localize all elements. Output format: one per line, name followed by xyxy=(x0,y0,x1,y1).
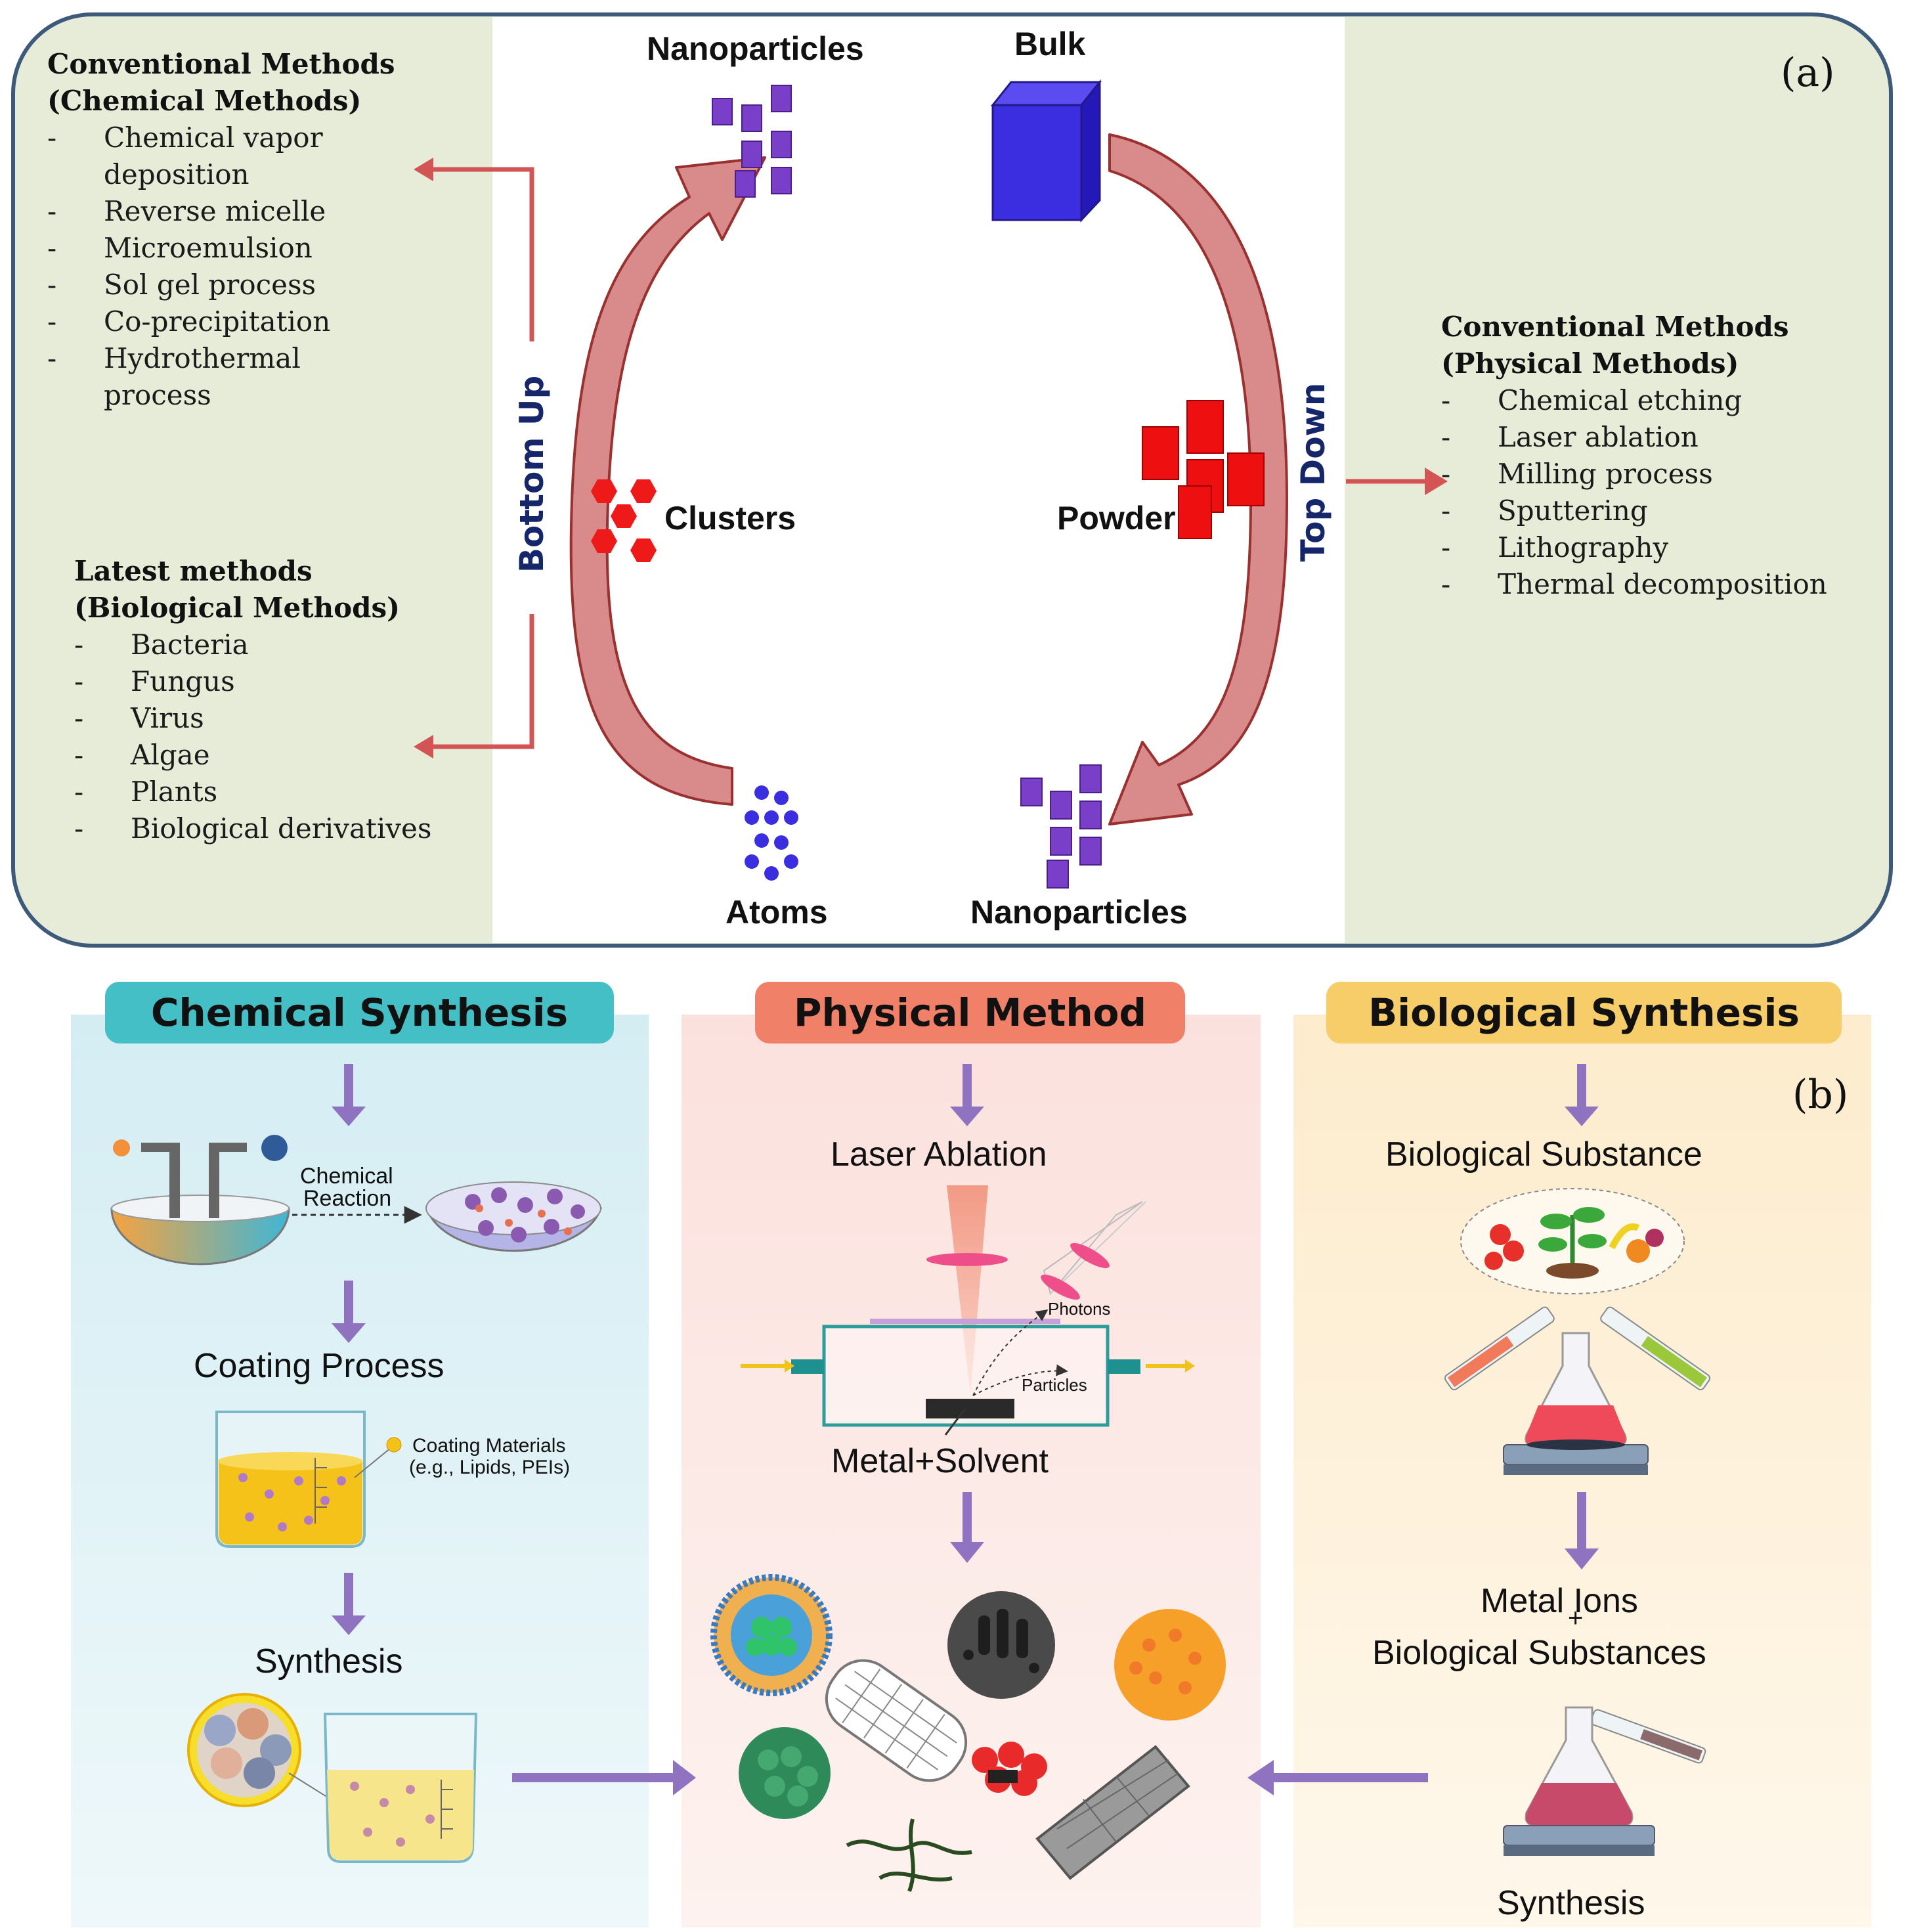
nanoparticle-dish-icon xyxy=(425,1181,603,1252)
nanotube-icon xyxy=(825,1659,968,1782)
chemical-synthesis-header: Chemical Synthesis xyxy=(105,982,614,1043)
powder-icon xyxy=(1142,400,1265,539)
porous-particle-icon xyxy=(947,1591,1055,1699)
biological-substance-icon xyxy=(1460,1188,1685,1294)
plus-sign: + xyxy=(1568,1604,1584,1633)
biological-methods-title: Latest methods xyxy=(74,555,313,587)
biological-synthesis-step-label: Synthesis xyxy=(1497,1884,1645,1922)
atoms-icon xyxy=(745,785,798,881)
laser-ablation-setup xyxy=(741,1185,1195,1436)
list-item: Plants xyxy=(74,774,442,810)
list-item: Milling process xyxy=(1441,456,1874,493)
chemical-reaction-label-1: Chemical xyxy=(300,1164,393,1189)
chemical-methods-list: Chemical vapor deposition Reverse micell… xyxy=(47,120,415,414)
laser-ablation-label: Laser Ablation xyxy=(831,1135,1047,1174)
top-down-arrow xyxy=(1108,133,1288,825)
list-item: Co-precipitation xyxy=(47,303,415,340)
label-nanoparticles-top: Nanoparticles xyxy=(647,30,864,67)
coating-process-label: Coating Process xyxy=(194,1347,444,1385)
list-item: Chemical vapor deposition xyxy=(47,120,415,193)
photons-label: Photons xyxy=(1048,1299,1111,1319)
list-item: Chemical etching xyxy=(1441,382,1874,419)
physical-methods-subtitle: (Physical Methods) xyxy=(1441,347,1739,380)
coating-materials-label-2: (e.g., Lipids, PEIs) xyxy=(409,1457,571,1478)
list-item: Bacteria xyxy=(74,626,442,663)
list-item: Hydrothermal process xyxy=(47,340,415,414)
list-item: Lithography xyxy=(1441,529,1874,566)
list-item: Virus xyxy=(74,700,442,737)
biological-synthesis-header: Biological Synthesis xyxy=(1326,982,1842,1043)
physical-methods-title: Conventional Methods xyxy=(1441,311,1789,343)
label-bulk: Bulk xyxy=(1014,26,1086,62)
bottom-up-arrow xyxy=(569,156,766,806)
list-item: Algae xyxy=(74,737,442,774)
metal-solvent-label: Metal+Solvent xyxy=(831,1442,1049,1480)
list-item: Sol gel process xyxy=(47,267,415,303)
chemical-synthesis-step-label: Synthesis xyxy=(255,1642,403,1680)
chemical-methods-title: Conventional Methods xyxy=(47,48,395,80)
reaction-vessel-icon xyxy=(110,1135,422,1265)
metal-ions-label: Metal Ions xyxy=(1481,1582,1638,1620)
list-item: Microemulsion xyxy=(47,230,415,267)
particles-label: Particles xyxy=(1022,1375,1087,1395)
list-item: Sputtering xyxy=(1441,493,1874,529)
biological-methods-subtitle: (Biological Methods) xyxy=(74,592,401,624)
red-cluster-icon xyxy=(972,1742,1047,1796)
flow-arrows-down xyxy=(332,1064,1599,1635)
nanoparticles-top-icon xyxy=(712,85,792,198)
list-item: Laser ablation xyxy=(1441,419,1874,456)
label-bottom-up: Bottom Up xyxy=(513,375,551,573)
chemical-methods-subtitle: (Chemical Methods) xyxy=(47,85,362,117)
bracket-arrow-chemical xyxy=(414,158,534,341)
liposome-icon xyxy=(710,1574,833,1696)
nanoparticles-bottom-icon xyxy=(1020,764,1102,889)
biological-substances-label: Biological Substances xyxy=(1372,1634,1706,1672)
clusters-icon xyxy=(591,479,657,562)
bulk-cube-icon xyxy=(990,79,1102,223)
panel-a-label: (a) xyxy=(1781,50,1835,96)
label-top-down: Top Down xyxy=(1294,382,1332,562)
list-item: Biological derivatives xyxy=(74,810,442,847)
biological-methods-list: Bacteria Fungus Virus Algae Plants Biolo… xyxy=(74,626,442,847)
biological-substance-label: Biological Substance xyxy=(1385,1135,1702,1174)
flask-stirrer-icon xyxy=(1444,1306,1711,1475)
label-clusters: Clusters xyxy=(664,500,796,537)
chemical-reaction-label-2: Reaction xyxy=(303,1186,392,1211)
label-powder: Powder xyxy=(1057,500,1176,537)
arrow-physical xyxy=(1346,468,1448,495)
synthesis-beaker-icon xyxy=(323,1713,478,1863)
synthesis-flask-icon xyxy=(1503,1706,1706,1856)
flow-arrows-horizontal xyxy=(512,1760,1428,1795)
physical-methods-list: Chemical etching Laser ablation Milling … xyxy=(1441,382,1874,603)
nanomaterials-collection xyxy=(710,1574,1226,1893)
coating-materials-label-1: Coating Materials xyxy=(412,1435,566,1457)
panel-b-label: (b) xyxy=(1792,1072,1849,1118)
nanocluster-icon xyxy=(739,1727,831,1819)
list-item: Thermal decomposition xyxy=(1441,566,1874,603)
label-atoms: Atoms xyxy=(726,894,828,931)
dendrimer-icon xyxy=(1114,1609,1226,1721)
physical-method-header: Physical Method xyxy=(755,982,1185,1043)
list-item: Fungus xyxy=(74,663,442,700)
label-nanoparticles-bottom: Nanoparticles xyxy=(970,894,1188,931)
list-item: Reverse micelle xyxy=(47,193,415,230)
coating-beaker-icon xyxy=(215,1411,402,1548)
graphene-sheet-icon xyxy=(1035,1745,1190,1880)
nanowire-icon xyxy=(846,1818,972,1893)
